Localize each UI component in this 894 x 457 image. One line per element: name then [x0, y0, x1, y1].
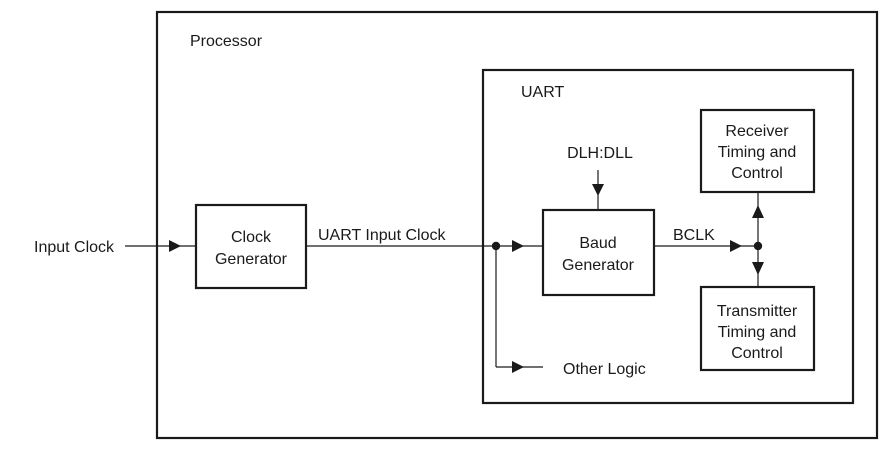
- receiver-arrow: [752, 205, 764, 218]
- transmitter-line1: Transmitter: [717, 303, 798, 320]
- baud-generator-line2: Generator: [562, 257, 635, 274]
- transmitter-line3: Control: [731, 345, 783, 362]
- input-clock-label: Input Clock: [34, 239, 115, 256]
- receiver-box: [699, 108, 816, 194]
- baud-input-arrow: [512, 240, 524, 252]
- input-clock-arrow: [169, 240, 181, 252]
- uart-frame: [481, 68, 855, 405]
- processor-label: Processor: [190, 33, 263, 50]
- transmitter-arrow: [752, 262, 764, 275]
- uart-label: UART: [521, 84, 564, 101]
- dlh-dll-arrow: [592, 184, 604, 196]
- receiver-line2: Timing and: [718, 144, 797, 161]
- uart-input-clock-label: UART Input Clock: [318, 227, 446, 244]
- bclk-arrow: [730, 240, 742, 252]
- processor-frame: [155, 10, 879, 440]
- baud-generator-line1: Baud: [579, 235, 616, 252]
- clock-generator-line1: Clock: [231, 229, 272, 246]
- baud-generator-box: [541, 208, 656, 297]
- transmitter-line2: Timing and: [718, 324, 797, 341]
- bclk-label: BCLK: [673, 227, 715, 244]
- other-logic-arrow: [512, 361, 524, 373]
- receiver-line3: Control: [731, 165, 783, 182]
- other-logic-label: Other Logic: [563, 361, 646, 378]
- clock-generator-box: [194, 203, 308, 290]
- transmitter-box: [699, 285, 816, 372]
- clock-generator-line2: Generator: [215, 251, 288, 268]
- receiver-line1: Receiver: [725, 123, 789, 140]
- dlh-dll-label: DLH:DLL: [567, 145, 633, 162]
